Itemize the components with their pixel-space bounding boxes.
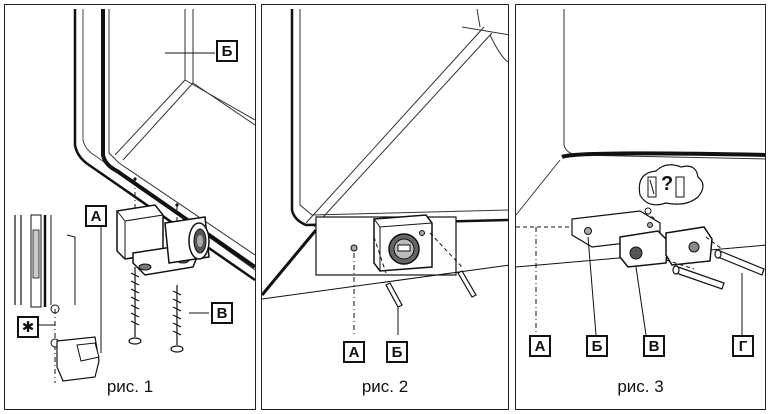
figure-2-drawing — [262, 8, 508, 335]
figure-3-drawing — [516, 9, 765, 336]
label-b-screw: Б — [386, 341, 408, 363]
label-g-screws: Г — [732, 335, 754, 357]
figure-1-panel: Б А В ✱ рис. 1 — [4, 4, 256, 410]
figure-3-panel: А Б В Г ? рис. 3 — [515, 4, 766, 410]
label-v-bracket: В — [643, 335, 665, 357]
label-a-mark: А — [529, 335, 551, 357]
label-b-plate: Б — [586, 335, 608, 357]
label-a-hole: А — [343, 341, 365, 363]
label-a-hinge: А — [85, 205, 107, 227]
figure-3-caption: рис. 3 — [617, 377, 664, 396]
figure-2-panel: А Б рис. 2 — [261, 4, 509, 410]
figure-2-caption: рис. 2 — [361, 377, 409, 396]
label-star: ✱ — [17, 316, 39, 338]
thought-bubble-question: ? — [661, 173, 674, 195]
label-v-screw: В — [211, 302, 233, 324]
figure-1-drawing — [14, 9, 255, 383]
label-b-door: Б — [216, 40, 238, 62]
figure-1-caption: рис. 1 — [106, 377, 154, 396]
